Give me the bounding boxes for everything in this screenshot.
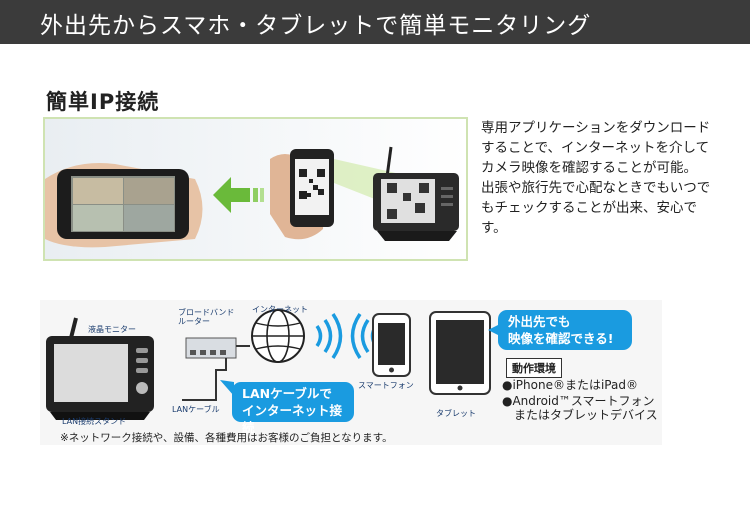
lan-cable-label: LANケーブル	[172, 405, 220, 414]
monitor-device	[373, 146, 459, 241]
remote-callout-line-2: 映像を確認できる!	[508, 331, 614, 346]
lcd-monitor-icon	[46, 317, 154, 420]
remote-callout: 外出先でも 映像を確認できる!	[498, 310, 632, 350]
remote-callout-line-1: 外出先でも	[508, 314, 571, 329]
monitor-label: 液晶モニター	[88, 325, 136, 334]
globe-icon	[251, 309, 305, 363]
router-label: ブロードバンド ルーター	[178, 308, 235, 326]
description-paragraph-1: 専用アプリケーションをダウンロードすることで、インターネットを介してカメラ映像を…	[481, 120, 711, 176]
smartphone-label: スマートフォン	[358, 381, 414, 390]
ip-connection-image	[43, 117, 468, 261]
arrow-left-icon	[213, 177, 264, 213]
qr-code-icon	[299, 169, 325, 199]
environment-item-android-sub: またはタブレットデバイス	[514, 408, 658, 422]
lan-callout: LANケーブルで インターネット接続	[232, 382, 354, 435]
network-diagram-graphics	[46, 309, 500, 420]
section-title: 簡単IP接続	[46, 90, 160, 114]
disclaimer-note: ※ネットワーク接続や、設備、各種費用はお客様のご負担となります。	[60, 432, 393, 444]
environment-item-ios: ●iPhone®またはiPad®	[502, 378, 638, 392]
router-icon	[185, 337, 237, 359]
description-paragraph-2: 出張や旅行先で心配なときでもいつでもチェックすることが出来、安心です。	[481, 180, 711, 236]
ip-connection-illustration	[45, 119, 466, 259]
environment-title: 動作環境	[506, 358, 562, 378]
tablet-label: タブレット	[436, 409, 476, 418]
header-title: 外出先からスマホ・タブレットで簡単モニタリング	[40, 13, 592, 39]
lan-callout-line-1: LANケーブルで	[242, 386, 332, 401]
network-diagram: 液晶モニター LAN接続スタンド LANケーブル ブロードバンド ルーター イン…	[40, 300, 662, 445]
lan-callout-line-2: インターネット接続	[242, 403, 343, 435]
wireless-signal-icon	[315, 313, 378, 359]
environment-item-android: ●Android™スマートフォン	[502, 394, 655, 408]
smartphone-icon	[372, 313, 411, 377]
header-bar: 外出先からスマホ・タブレットで簡単モニタリング	[0, 0, 750, 44]
internet-label: インターネット	[252, 305, 308, 314]
tablet-icon	[429, 311, 491, 395]
stand-label: LAN接続スタンド	[62, 417, 127, 426]
feature-description: 専用アプリケーションをダウンロードすることで、インターネットを介してカメラ映像を…	[481, 118, 711, 238]
